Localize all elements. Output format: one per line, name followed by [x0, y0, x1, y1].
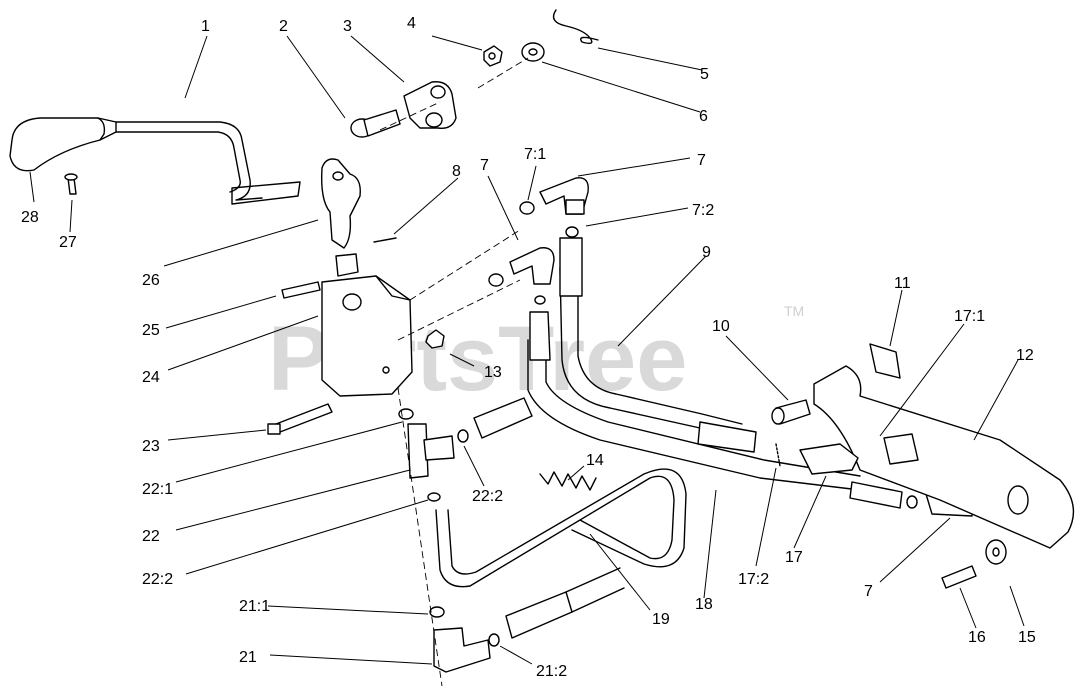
part-23-long-bolt[interactable] — [267, 403, 333, 435]
part-7-1-o-ring[interactable] — [519, 201, 535, 215]
part-11-clip[interactable] — [869, 343, 901, 379]
callout-14: 14 — [586, 452, 604, 469]
part-22-hose-coupling[interactable] — [473, 397, 533, 439]
part-17-2-seal[interactable] — [775, 443, 781, 467]
watermark-trademark: TM — [784, 303, 804, 319]
callout-15: 15 — [1018, 629, 1036, 646]
part-21-hose-coupling[interactable] — [505, 567, 625, 639]
callout-7-2: 7:2 — [692, 202, 714, 219]
part-21-2-o-ring[interactable] — [488, 633, 500, 647]
part-26-link-plate[interactable] — [320, 158, 361, 249]
part-21-1-o-ring[interactable] — [429, 606, 445, 618]
part-12-hydraulic-cylinder[interactable] — [813, 365, 1075, 549]
callout-11: 11 — [894, 275, 911, 292]
callout-22: 22 — [142, 528, 160, 545]
callout-2: 2 — [279, 18, 288, 35]
callout-10: 10 — [712, 318, 730, 335]
part-7-elbow-fitting-middle[interactable] — [509, 247, 555, 285]
callout-7-lower: 7 — [864, 583, 873, 600]
callout-8: 8 — [452, 163, 461, 180]
callout-28: 28 — [21, 209, 39, 226]
callout-23: 23 — [142, 438, 160, 455]
part-10-pin[interactable] — [771, 399, 811, 425]
part-22-2-o-ring-right[interactable] — [457, 429, 469, 443]
callout-7-upper: 7 — [697, 152, 706, 169]
callout-22-2-right: 22:2 — [472, 488, 503, 505]
callout-3: 3 — [343, 18, 352, 35]
callout-22-2-left: 22:2 — [142, 571, 173, 588]
callout-21-2: 21:2 — [536, 663, 567, 680]
part-19-hydraulic-tube[interactable] — [435, 468, 687, 588]
part-1-control-lever[interactable] — [115, 121, 301, 205]
part-3-clevis-bracket[interactable] — [403, 81, 457, 129]
callout-24: 24 — [142, 369, 160, 386]
part-7-elbow-fitting-upper[interactable] — [539, 177, 589, 215]
part-14-spring[interactable] — [539, 471, 597, 491]
part-16-bolt[interactable] — [941, 565, 977, 589]
callout-4: 4 — [407, 15, 416, 32]
callout-27: 27 — [59, 234, 77, 251]
callout-12: 12 — [1016, 347, 1034, 364]
callout-25: 25 — [142, 322, 160, 339]
part-25-bolt[interactable] — [281, 281, 321, 299]
part-15-washer[interactable] — [985, 539, 1007, 565]
callout-16: 16 — [968, 629, 986, 646]
part-24-valve-body[interactable] — [321, 253, 413, 397]
part-22-tee-fitting[interactable] — [407, 423, 455, 479]
part-28-knob[interactable] — [9, 117, 117, 172]
part-5-hair-pin-clip[interactable] — [552, 9, 599, 45]
callout-5: 5 — [700, 66, 709, 83]
part-8-small-pin[interactable] — [373, 237, 397, 243]
part-6-washer[interactable] — [521, 42, 545, 62]
callout-18: 18 — [695, 596, 713, 613]
part-21-elbow-fitting[interactable] — [433, 627, 491, 673]
part-18-hydraulic-hose[interactable] — [527, 311, 903, 509]
part-22-2-o-ring-lower[interactable] — [427, 492, 441, 502]
callout-21-1: 21:1 — [239, 598, 270, 615]
part-17-elbow-fitting[interactable] — [799, 443, 859, 475]
part-4-nut[interactable] — [483, 45, 503, 67]
callout-26: 26 — [142, 272, 160, 289]
part-2-pivot-bolt[interactable] — [350, 109, 401, 138]
callout-22-1: 22:1 — [142, 481, 173, 498]
callout-17-1: 17:1 — [954, 308, 985, 325]
part-13-nut[interactable] — [425, 329, 445, 349]
callout-7-1-top: 7:1 — [524, 146, 546, 163]
part-27-pin[interactable] — [64, 173, 78, 195]
callout-9: 9 — [702, 244, 711, 261]
callout-1: 1 — [201, 18, 210, 35]
part-o-ring-small[interactable] — [534, 295, 546, 305]
callout-labels: 1 2 3 4 5 6 7:1 7 7 7:2 8 9 10 11 12 13 … — [21, 15, 1036, 680]
part-7-2-o-ring[interactable] — [565, 226, 579, 238]
callout-7-middle: 7 — [480, 157, 489, 174]
callout-17-2: 17:2 — [738, 571, 769, 588]
part-o-ring-right[interactable] — [906, 495, 918, 509]
part-o-ring-middle[interactable] — [488, 273, 504, 287]
leader-lines — [29, 35, 1025, 665]
callout-6: 6 — [699, 108, 708, 125]
callout-19: 19 — [652, 611, 670, 628]
callout-13: 13 — [484, 364, 502, 381]
part-9-hydraulic-hose[interactable] — [559, 237, 757, 453]
callout-17: 17 — [785, 549, 803, 566]
callout-21: 21 — [239, 649, 257, 666]
